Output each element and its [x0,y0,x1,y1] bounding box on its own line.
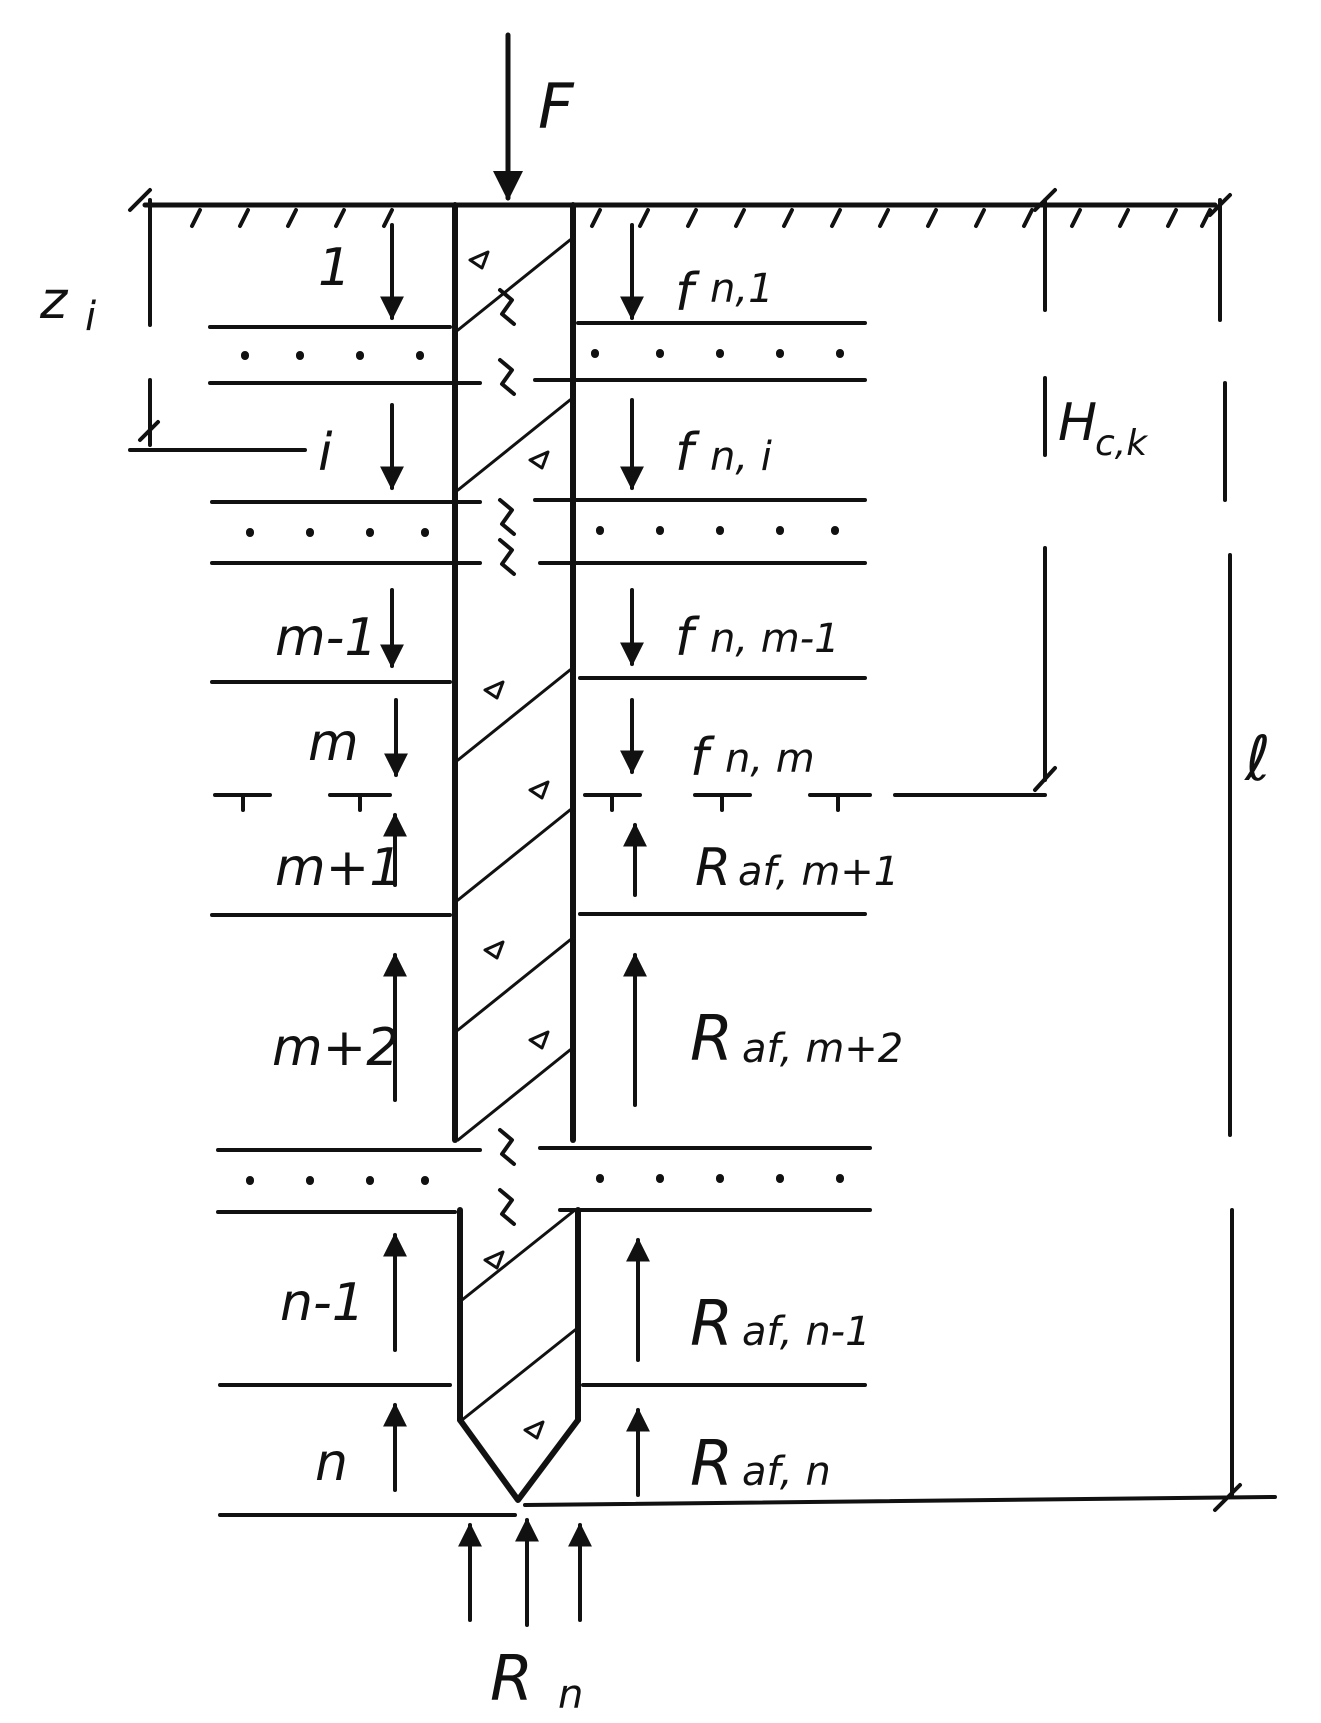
layer-label-m+2: m+2 [272,1018,399,1078]
pile-shaft [452,202,581,1503]
pile-length-label: ℓ [1244,722,1271,795]
layer-label-i: i [318,423,333,483]
ground-surface [142,202,1218,228]
resistance-label-n: R [690,1427,733,1500]
soil-layer-boundaries [208,321,1277,1517]
resistance-label-n-1: R [690,1287,733,1360]
force-label-f: F [538,70,575,143]
tip-resistance-label-sub: n [558,1672,583,1718]
friction-label-1-sub: n,1 [710,266,774,312]
negative-friction-arrows-left [380,223,408,778]
friction-label-m-1: f [675,608,700,668]
tip-resistance-label: R [490,1642,533,1715]
tip-resistance-arrows [458,1517,592,1627]
resistance-label-m+2: R [690,1002,733,1075]
dimension-lines [128,188,1242,1512]
friction-label-i: f [675,423,700,483]
resistance-label-m+1-sub: af, m+1 [738,849,899,895]
depth-label-z-sub: i [85,294,96,340]
friction-label-i-sub: n, i [710,434,772,480]
layer-label-n: n [315,1433,348,1493]
friction-label-1: f [675,263,700,323]
layer-label-n-1: n-1 [280,1273,365,1333]
friction-label-m: f [690,728,715,788]
resistance-label-n-1-sub: af, n-1 [742,1309,871,1355]
resistance-arrows-right [623,822,650,1497]
depth-label-z: z [39,271,69,331]
layer-label-m+1: m+1 [275,838,402,898]
resistance-label-m+1: R [695,838,731,898]
layer-label-m-1: m-1 [275,608,378,668]
zone-depth-label-h-sub: c,k [1095,423,1149,464]
layer-label-1: 1 [318,238,351,298]
resistance-label-n-sub: af, n [742,1449,831,1495]
resistance-label-m+2-sub: af, m+2 [742,1026,903,1072]
layer-label-m: m [308,713,359,773]
zone-depth-label-h: H [1058,393,1097,453]
friction-label-m-1-sub: n, m-1 [710,616,840,662]
friction-label-m-sub: n, m [725,736,815,782]
